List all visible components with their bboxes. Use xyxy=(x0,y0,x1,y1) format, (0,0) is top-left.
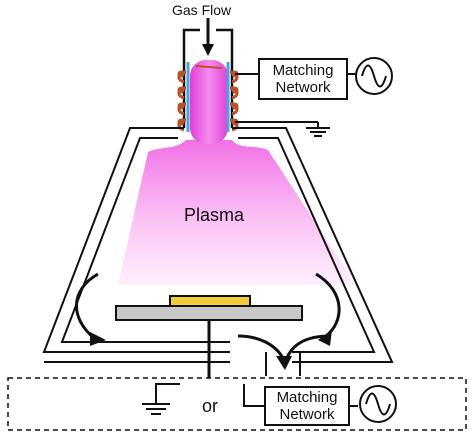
substrate-stage xyxy=(115,305,303,321)
bottom-matching-network-box: Matching Network xyxy=(264,386,350,426)
top-matching-network-line1: Matching xyxy=(272,62,334,79)
gas-inlet-tube xyxy=(182,28,234,128)
plasma-label: Plasma xyxy=(184,205,245,225)
ground-icon xyxy=(142,383,180,415)
gas-flow-arrowhead xyxy=(202,44,214,56)
ac-source-icon xyxy=(355,57,393,95)
ground-icon xyxy=(306,122,330,137)
bottom-matching-network-line1: Matching xyxy=(276,389,338,406)
top-matching-network-box: Matching Network xyxy=(258,58,348,100)
top-rf-wiring xyxy=(235,73,356,123)
bias-options-box xyxy=(7,377,467,431)
top-matching-network-line2: Network xyxy=(275,79,331,96)
plasma-region xyxy=(118,140,356,285)
exhaust-arrowheads xyxy=(90,330,332,370)
bottom-matching-network-line2: Network xyxy=(279,406,335,423)
tube-plasma xyxy=(190,60,228,144)
chamber-walls xyxy=(42,127,394,363)
substrate-sample xyxy=(169,295,251,307)
bottom-rf-wiring xyxy=(243,384,264,407)
ac-source-icon xyxy=(359,385,397,423)
gas-flow-label: Gas Flow xyxy=(172,2,232,18)
or-label: or xyxy=(202,396,219,416)
coil-terminals xyxy=(177,70,239,126)
capacitor-icon xyxy=(265,352,301,376)
